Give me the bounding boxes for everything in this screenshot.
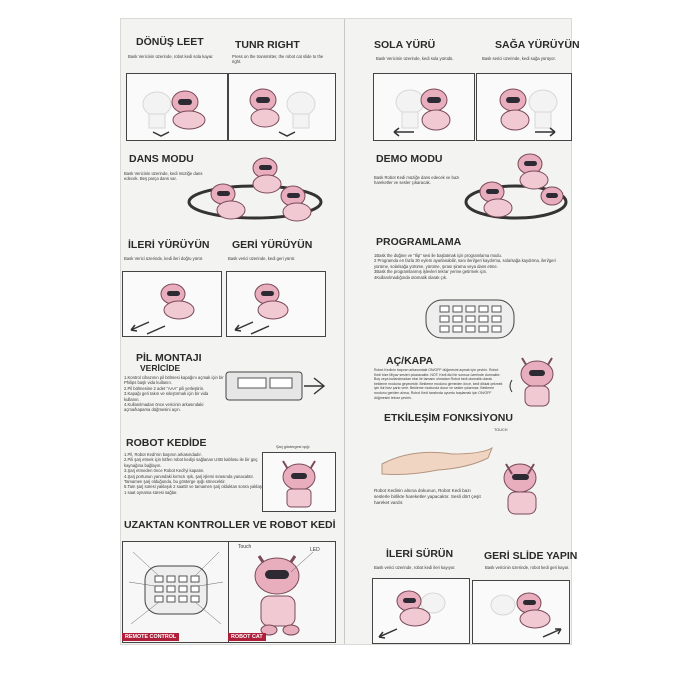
text-sola: Bask Vericinin üzerinde, kedi sola yürüd… xyxy=(376,56,454,61)
text-pil: 1.Kontrol cihazının pil bölmesi kapağını… xyxy=(124,375,224,413)
text-demo: Bask Robot Kedi müziğe dans edecek ve ba… xyxy=(374,175,460,186)
robot-kedi-line: 2.Pili şarj etmek için lütfen robot kedi… xyxy=(124,457,258,468)
text-donus: Bask Vericinin üzerinde, robot kedi sola… xyxy=(128,54,214,59)
label-remote-control: REMOTE CONTROL xyxy=(122,633,180,641)
title-pil: PİL MONTAJI xyxy=(136,352,202,364)
title-robot-kedi: ROBOT KEDİDE xyxy=(126,437,207,449)
program-line: 1Bask the düğme ve "Ilip" sesi ile başla… xyxy=(374,253,502,258)
image-geri-slide xyxy=(472,580,570,644)
title-demo: DEMO MODU xyxy=(376,153,443,165)
image-remote xyxy=(122,541,230,643)
text-saga: Bask serici üzerinde, kedi sağa yürüyor. xyxy=(482,56,556,61)
title-ileri-surun: İLERİ SÜRÜN xyxy=(386,548,454,560)
text-dans: Bask Vericinin üzerinde, kedi müziğe dan… xyxy=(124,171,203,182)
program-line: 4Kullanılmadığında otomatik olarak çık. xyxy=(374,274,448,280)
program-line: 3Bask the programlanmış işlevleri tekrar… xyxy=(374,269,488,275)
pil-line: 1.Kontrol cihazının pil bölmesi kapağını… xyxy=(124,375,224,386)
text-ileri-surun: Bask verici üzerinde, robot kedi ileri k… xyxy=(374,565,456,570)
image-ileri-surun xyxy=(372,578,470,644)
image-etkilesim xyxy=(381,446,537,515)
image-donus xyxy=(126,73,228,141)
title-etkilesim: ETKİLEŞİM FONKSİYONU xyxy=(384,412,513,424)
image-robot-cat xyxy=(228,541,336,643)
title-dans: DANS MODU xyxy=(129,153,194,165)
robot-kedi-line: 1.Pil, Robot Kedi'nin başının arkasındad… xyxy=(124,452,202,457)
robot-kedi-line: 3.Şarj etmeden önce Robot Kedi'yi kapatı… xyxy=(124,468,205,474)
label-touch: Touch xyxy=(238,544,252,550)
text-ackapa: Robot Kedinin başının arkasındaki ON/OFF… xyxy=(374,368,503,400)
image-saga xyxy=(476,73,572,141)
image-ackapa xyxy=(509,357,554,407)
robot-kedi-line: 5.Tam şarj süresi yaklaşık 2 saattir ve … xyxy=(124,484,266,495)
page-fold xyxy=(344,19,345,644)
title-program: PROGRAMLAMA xyxy=(376,236,462,248)
text-geri-slide: Bask vericinin üzerinde, robot kedi geri… xyxy=(485,565,570,570)
image-charge xyxy=(262,452,336,512)
program-line: 2 Programda en fazla 30 eylem ayarlanabi… xyxy=(374,258,556,264)
image-program-remote xyxy=(425,299,515,339)
title-geri: GERİ YÜRÜYÜN xyxy=(232,239,313,251)
text-etkilesim: Robot Kedinin alnına dokunun, Robot Kedi… xyxy=(374,488,481,505)
title-donus: DÖNÜŞ LEET xyxy=(136,36,204,48)
caption-charge: Şarj göstergesi ışığı xyxy=(276,445,310,449)
title-saga: SAĞA YÜRÜYÜN xyxy=(495,39,580,51)
title-turn-right: TUNR RIGHT xyxy=(235,39,300,51)
title-ackapa: AÇ/KAPA xyxy=(386,355,434,367)
program-line: yürüme, sola/sağa yürüme, yürüme, şırası… xyxy=(374,263,498,269)
title-ileri: İLERİ YÜRÜYÜN xyxy=(128,239,210,251)
label-robot-cat: ROBOT CAT xyxy=(228,633,266,641)
title-sola: SOLA YÜRÜ xyxy=(374,39,436,51)
image-geri xyxy=(226,271,326,337)
image-demo xyxy=(464,153,568,220)
text-program: 1Bask the düğme ve "Ilip" sesi ile başla… xyxy=(374,253,570,280)
image-battery xyxy=(225,371,326,401)
title-geri-slide: GERİ SLİDE YAPIN xyxy=(484,550,578,562)
text-robot-kedi: 1.Pil, Robot Kedi'nin başının arkasındad… xyxy=(124,452,266,495)
bubble-touch: TOUCH xyxy=(494,428,508,432)
title-uzaktan: UZAKTAN KONTROLLER VE ROBOT KEDİ xyxy=(124,519,336,531)
text-turn-right: Press on the transmitter, the robot cat … xyxy=(232,54,324,65)
pil-line: 2.Pil bölmesine 2 adet "AAA" pili yerleş… xyxy=(124,385,205,391)
pil-line: 4.Kullanılmadan önce vericinin arkasında… xyxy=(124,402,204,413)
image-turn-right xyxy=(228,73,336,141)
image-ileri xyxy=(122,271,222,337)
subtitle-pil: VERİCİDE xyxy=(140,363,181,373)
label-led: LED xyxy=(310,547,320,553)
text-geri: Bask verici üzerinde, kedi geri yürür. xyxy=(228,256,296,261)
text-ileri: Bask Verici üzerinde, kedi ileri doğru y… xyxy=(124,256,204,261)
robot-kedi-line: 4.Şarj portunun yanındaki kırmızı ışık, … xyxy=(124,473,254,485)
image-sola xyxy=(373,73,475,141)
image-dans xyxy=(187,157,323,222)
pil-line: 3.Kapağı geri takın ve sıkıştırmak için … xyxy=(124,391,209,402)
